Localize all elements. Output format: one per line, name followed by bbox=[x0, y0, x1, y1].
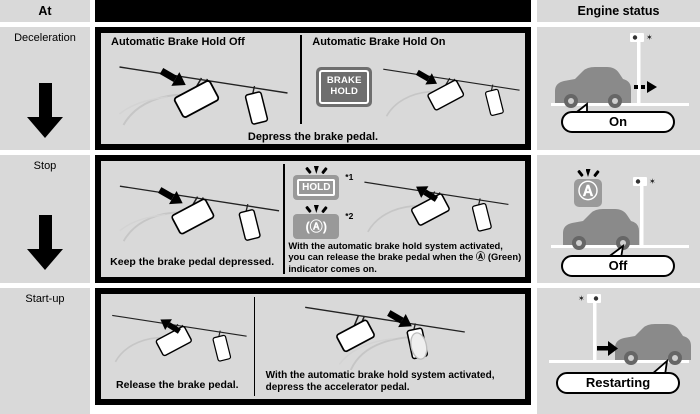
row2-right-caption: With the automatic brake hold system act… bbox=[288, 239, 522, 274]
shine-rays-icon bbox=[293, 203, 339, 214]
release-arrow-icon bbox=[416, 186, 439, 202]
brake-release-illustration bbox=[112, 314, 247, 363]
light-glow-icon: ✶ bbox=[578, 294, 585, 303]
brake-depress-illustration bbox=[119, 66, 288, 126]
brake-depress-illustration bbox=[119, 185, 280, 242]
stage-label-startup: Start-up bbox=[25, 293, 65, 305]
light-glow-icon: ✶ bbox=[649, 177, 656, 186]
hold-indicator-icon: HOLD bbox=[293, 175, 340, 200]
hold-indicator-note: *1 bbox=[345, 172, 354, 182]
traffic-light-pole bbox=[637, 41, 641, 104]
engine-cell-row1: ✶ On bbox=[537, 27, 700, 150]
header-at-cell: At bbox=[0, 0, 90, 22]
indicator-column: HOLD *1 (Ⓐ) *2 bbox=[293, 164, 353, 242]
car-stopped-at-light-scene: ✶ bbox=[551, 177, 689, 259]
row2-left-caption: Keep the brake pedal depressed. bbox=[110, 256, 275, 268]
row2-diagram-box: Keep the brake pedal depressed. HOLD *1 … bbox=[95, 155, 531, 283]
row3-left-caption: Release the brake pedal. bbox=[116, 379, 239, 391]
traffic-light-pole bbox=[640, 185, 644, 246]
stage-label-stop: Stop bbox=[33, 160, 57, 172]
stage-cell-stop: Stop bbox=[0, 155, 90, 283]
traffic-light-pole bbox=[593, 302, 597, 361]
engine-cell-row2: Ⓐ ✶ Off bbox=[537, 155, 700, 283]
motion-arrow-icon bbox=[597, 341, 618, 356]
auto-stop-indicator-icon: (Ⓐ) bbox=[293, 214, 340, 239]
down-arrow-icon bbox=[27, 83, 63, 138]
light-glow-icon: ✶ bbox=[646, 33, 653, 42]
engine-status-bubble-restarting: Restarting bbox=[556, 372, 680, 394]
car-silhouette bbox=[555, 67, 631, 103]
engine-cell-row3: ✶ Restarting bbox=[537, 288, 700, 414]
foot-outline bbox=[409, 332, 428, 360]
depress-arrow-icon bbox=[416, 69, 438, 85]
brake-hold-indicator-icon: BRAKE HOLD bbox=[316, 67, 373, 107]
brake-hold-line2: HOLD bbox=[330, 86, 359, 97]
stage-label-deceleration: Deceleration bbox=[14, 32, 76, 44]
down-arrow-icon bbox=[27, 215, 63, 270]
car-silhouette bbox=[615, 324, 691, 360]
header-at-label: At bbox=[38, 4, 52, 18]
header-engine-status-cell: Engine status bbox=[537, 0, 700, 22]
row1-left-panel-title: Automatic Brake Hold Off bbox=[111, 36, 245, 48]
stage-cell-startup: Start-up bbox=[0, 288, 90, 414]
car-approaching-light-scene: ✶ bbox=[551, 33, 689, 116]
auto-stop-indicator-note: *2 bbox=[345, 211, 354, 221]
brake-hold-line1: BRAKE bbox=[326, 75, 362, 87]
shine-rays-icon bbox=[565, 167, 611, 178]
row1-caption: Depress the brake pedal. bbox=[247, 131, 379, 143]
auto-idle-stop-icon: Ⓐ bbox=[574, 179, 602, 207]
panel-divider bbox=[283, 164, 285, 274]
release-arrow-icon bbox=[160, 319, 181, 334]
row3-diagram-box: Release the brake pedal. With the automa… bbox=[95, 288, 531, 405]
depress-arrow-icon bbox=[386, 310, 412, 328]
auto-stop-indicator-label: (Ⓐ) bbox=[305, 219, 328, 234]
dashed-motion-arrow-icon bbox=[634, 81, 657, 93]
brake-release-illustration bbox=[364, 181, 509, 233]
shine-rays-icon bbox=[293, 164, 339, 175]
engine-status-bubble-off: Off bbox=[561, 255, 675, 277]
brake-depress-illustration bbox=[383, 68, 520, 117]
header-engine-status-label: Engine status bbox=[577, 4, 660, 18]
row1-diagram-box: Automatic Brake Hold Off Automatic Brake… bbox=[95, 27, 531, 150]
header-black-bar bbox=[95, 0, 531, 22]
row1-right-panel-title: Automatic Brake Hold On bbox=[312, 36, 446, 48]
car-leaving-light-scene: ✶ bbox=[549, 294, 691, 376]
hold-indicator-label: HOLD bbox=[297, 179, 336, 196]
hold-indicator-group: HOLD *1 bbox=[293, 164, 353, 200]
panel-divider bbox=[300, 35, 302, 124]
car-silhouette bbox=[563, 209, 639, 245]
auto-stop-indicator-group: (Ⓐ) *2 bbox=[293, 203, 353, 239]
stage-cell-deceleration: Deceleration bbox=[0, 27, 90, 150]
depress-arrow-icon bbox=[158, 187, 183, 205]
panel-divider bbox=[253, 297, 256, 396]
depress-arrow-icon bbox=[159, 67, 186, 86]
engine-status-bubble-on: On bbox=[561, 111, 675, 133]
accelerator-depress-illustration bbox=[304, 306, 465, 370]
row3-right-caption: With the automatic brake hold system act… bbox=[265, 369, 495, 393]
